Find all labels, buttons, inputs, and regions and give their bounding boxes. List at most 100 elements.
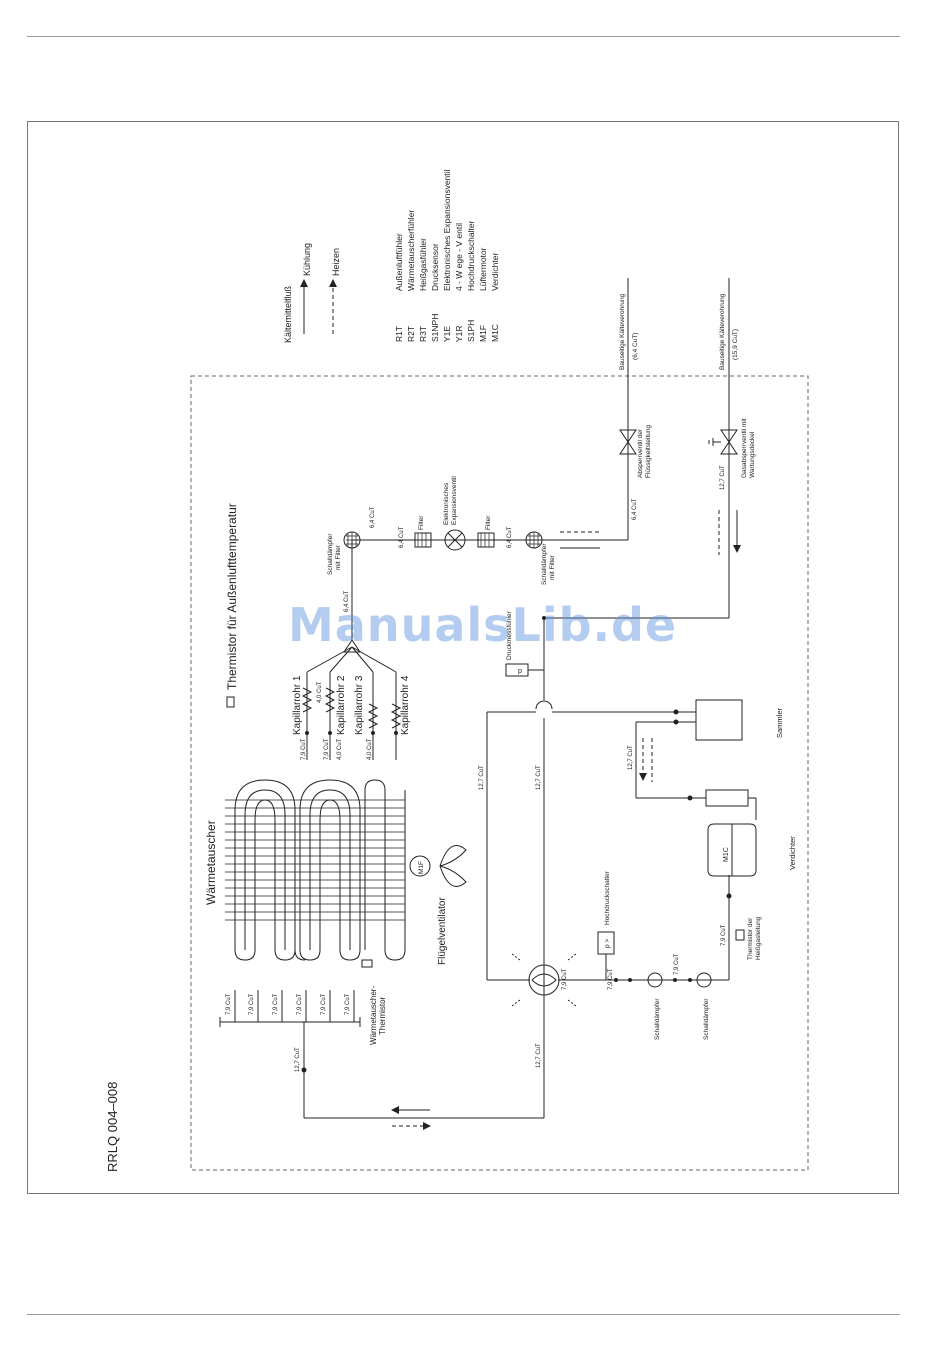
junction-dot xyxy=(628,978,632,982)
junction-dot xyxy=(687,795,693,801)
diagram-frame xyxy=(27,121,899,1194)
muffler-filter-mesh xyxy=(346,532,358,548)
expansion-valve-label-1: Elektronisches xyxy=(443,482,450,525)
pipe-label-hx1: 7,9 CuT xyxy=(226,993,232,1015)
component-label-2: Wärmetauscherfühler xyxy=(406,210,416,291)
liquid-connection-label-1: Bauseitige Kälteverohrung xyxy=(619,293,626,370)
component-code-2: R2T xyxy=(406,326,416,342)
pipe-label-hx4: 7,9 CuT xyxy=(297,993,303,1015)
junction-dot xyxy=(301,1067,307,1073)
junction-dot xyxy=(726,893,732,899)
hot-gas-thermistor-label-2: Heißgasleitung xyxy=(755,916,762,960)
cap2-pipe-main: 7,9 CuT xyxy=(324,738,330,760)
component-label-5: Elektronisches Expansionsventil xyxy=(442,169,452,291)
liquid-pipe-label-2: 6,4 CuT xyxy=(399,526,405,548)
component-label-1: Außenluftfühler xyxy=(394,233,404,291)
component-code-5: Y1E xyxy=(442,326,452,342)
footer-rule xyxy=(27,1314,900,1315)
capillary-tubes xyxy=(301,540,402,760)
fan-blade-icon xyxy=(439,845,467,887)
fan-motor-icon xyxy=(409,855,431,877)
liquid-valve-icon xyxy=(619,429,637,455)
component-code-4: S1NPH xyxy=(430,314,440,342)
component-code-7: S1PH xyxy=(466,320,476,342)
liquid-pipe-label-3: 6,4 CuT xyxy=(507,526,513,548)
component-label-9: Verdichter xyxy=(490,253,500,291)
high-pressure-symbol: p > xyxy=(604,939,611,948)
thermistor-outside-label: Thermistor für Außenlufttemperatur xyxy=(225,503,239,690)
cap2-pipe: 4,0 CuT xyxy=(337,738,343,760)
heat-exchanger-thermistor-label-2: Thermistor xyxy=(378,996,387,1035)
outside-thermistor-icon xyxy=(226,696,235,708)
component-label-3: Heißgasfühler xyxy=(418,238,428,291)
junction-dot xyxy=(394,731,398,735)
heat-exchanger-thermistor-icon xyxy=(361,959,373,968)
hot-gas-thermistor-label-1: Thermistor der xyxy=(747,917,754,960)
cap2-label: Kapillarrohr 2 xyxy=(336,675,347,735)
pipe-label-127-b: 12,7 CuT xyxy=(536,765,542,790)
gas-valve-icon xyxy=(720,429,738,455)
unit-boundary xyxy=(190,375,809,1171)
muffler-icon xyxy=(696,972,712,988)
liquid-pipe-label-1: 6,4 CuT xyxy=(370,506,376,528)
heat-exchanger-label: Wärmetauscher xyxy=(204,820,218,905)
compressor-code: M1C xyxy=(723,847,730,862)
pipe-label-hx-main: 12,7 CuT xyxy=(295,1047,301,1072)
component-code-6: Y1R xyxy=(454,325,464,342)
muffler-filter-label-1: Schalldämpfer xyxy=(327,533,334,575)
main-circuit xyxy=(486,711,757,1118)
model-label: RRLQ 004–008 xyxy=(105,1082,120,1172)
pipe-label-127-d: 12,7 CuT xyxy=(628,745,634,770)
pipe-label-hx3: 7,9 CuT xyxy=(273,993,279,1015)
muffler-label-1: Schalldämpfer xyxy=(654,998,661,1040)
component-label-4: Drucksensor xyxy=(430,243,440,291)
muffler-filter-label-3: Schalldämpfer xyxy=(541,543,548,585)
filter-label-2: Filter xyxy=(485,515,492,530)
gas-valve-label-1: Gasabsperrventil mit xyxy=(741,418,748,478)
compressor-label: Verdichter xyxy=(788,836,797,870)
pipe-label-79-d: 7,9 CuT xyxy=(674,953,680,975)
muffler-icon xyxy=(647,972,663,988)
pressure-sensor-icon xyxy=(505,663,529,677)
distributor-header xyxy=(219,990,544,1119)
liquid-connection-label-2: (6,4 CuT) xyxy=(632,333,639,360)
cap3-pipe: 4,0 CuT xyxy=(367,738,373,760)
pressure-sensor-label: Druckmessfühler xyxy=(506,610,513,660)
junction-dot xyxy=(328,731,332,735)
junction-dot xyxy=(614,978,618,982)
receiver-icon xyxy=(695,699,743,741)
pipe-label-79-b: 7,9 CuT xyxy=(562,968,568,990)
component-code-1: R1T xyxy=(394,326,404,342)
expansion-valve-icon xyxy=(444,529,466,551)
pipe-label-127-c: 12,7 CuT xyxy=(536,1043,542,1068)
muffler-filter-label-2: mit Filter xyxy=(335,544,342,570)
muffler-filter-mesh xyxy=(528,532,540,548)
component-code-9: M1C xyxy=(490,324,500,342)
filter-label: Filter xyxy=(418,515,425,530)
cap4-label: Kapillarrohr 4 xyxy=(400,675,411,735)
component-code-8: M1F xyxy=(478,325,488,342)
liquid-line xyxy=(352,372,629,541)
hot-gas-thermistor-icon xyxy=(735,929,745,941)
compressor-icon xyxy=(707,823,757,877)
distributor-pipe: 6,4 CuT xyxy=(344,590,350,612)
high-pressure-label: Hochdruckschalter xyxy=(604,870,611,925)
watermark: ManualsLib.de xyxy=(288,598,678,652)
cap3-label: Kapillarrohr 3 xyxy=(354,675,365,735)
four-way-valve-arrows xyxy=(511,953,577,1007)
heat-exchanger-thermistor-label-1: Wärmetauscher- xyxy=(369,986,378,1045)
pipe-label-hx2: 7,9 CuT xyxy=(249,993,255,1015)
legend-heading: Kältemittelfluß xyxy=(283,285,293,343)
pipe-label-79-a: 7,9 CuT xyxy=(721,924,727,946)
legend: Kältemittelfluß Kühlung Heizen xyxy=(283,243,341,343)
gas-connection-label-2: (15,9 CuT) xyxy=(732,329,739,360)
muffler-label-2: Schalldämpfer xyxy=(703,998,710,1040)
four-way-valve-icon xyxy=(528,964,560,996)
cap1-pipe-main: 7,9 CuT xyxy=(301,738,307,760)
expansion-valve-cross xyxy=(447,532,463,548)
service-port-icon xyxy=(708,438,721,446)
gas-valve-label-2: Wartungsdeckel xyxy=(749,431,756,478)
cap1-label: Kapillarrohr 1 xyxy=(292,675,303,735)
gas-connection-label-1: Bauseitige Kälteverohrung xyxy=(719,293,726,370)
